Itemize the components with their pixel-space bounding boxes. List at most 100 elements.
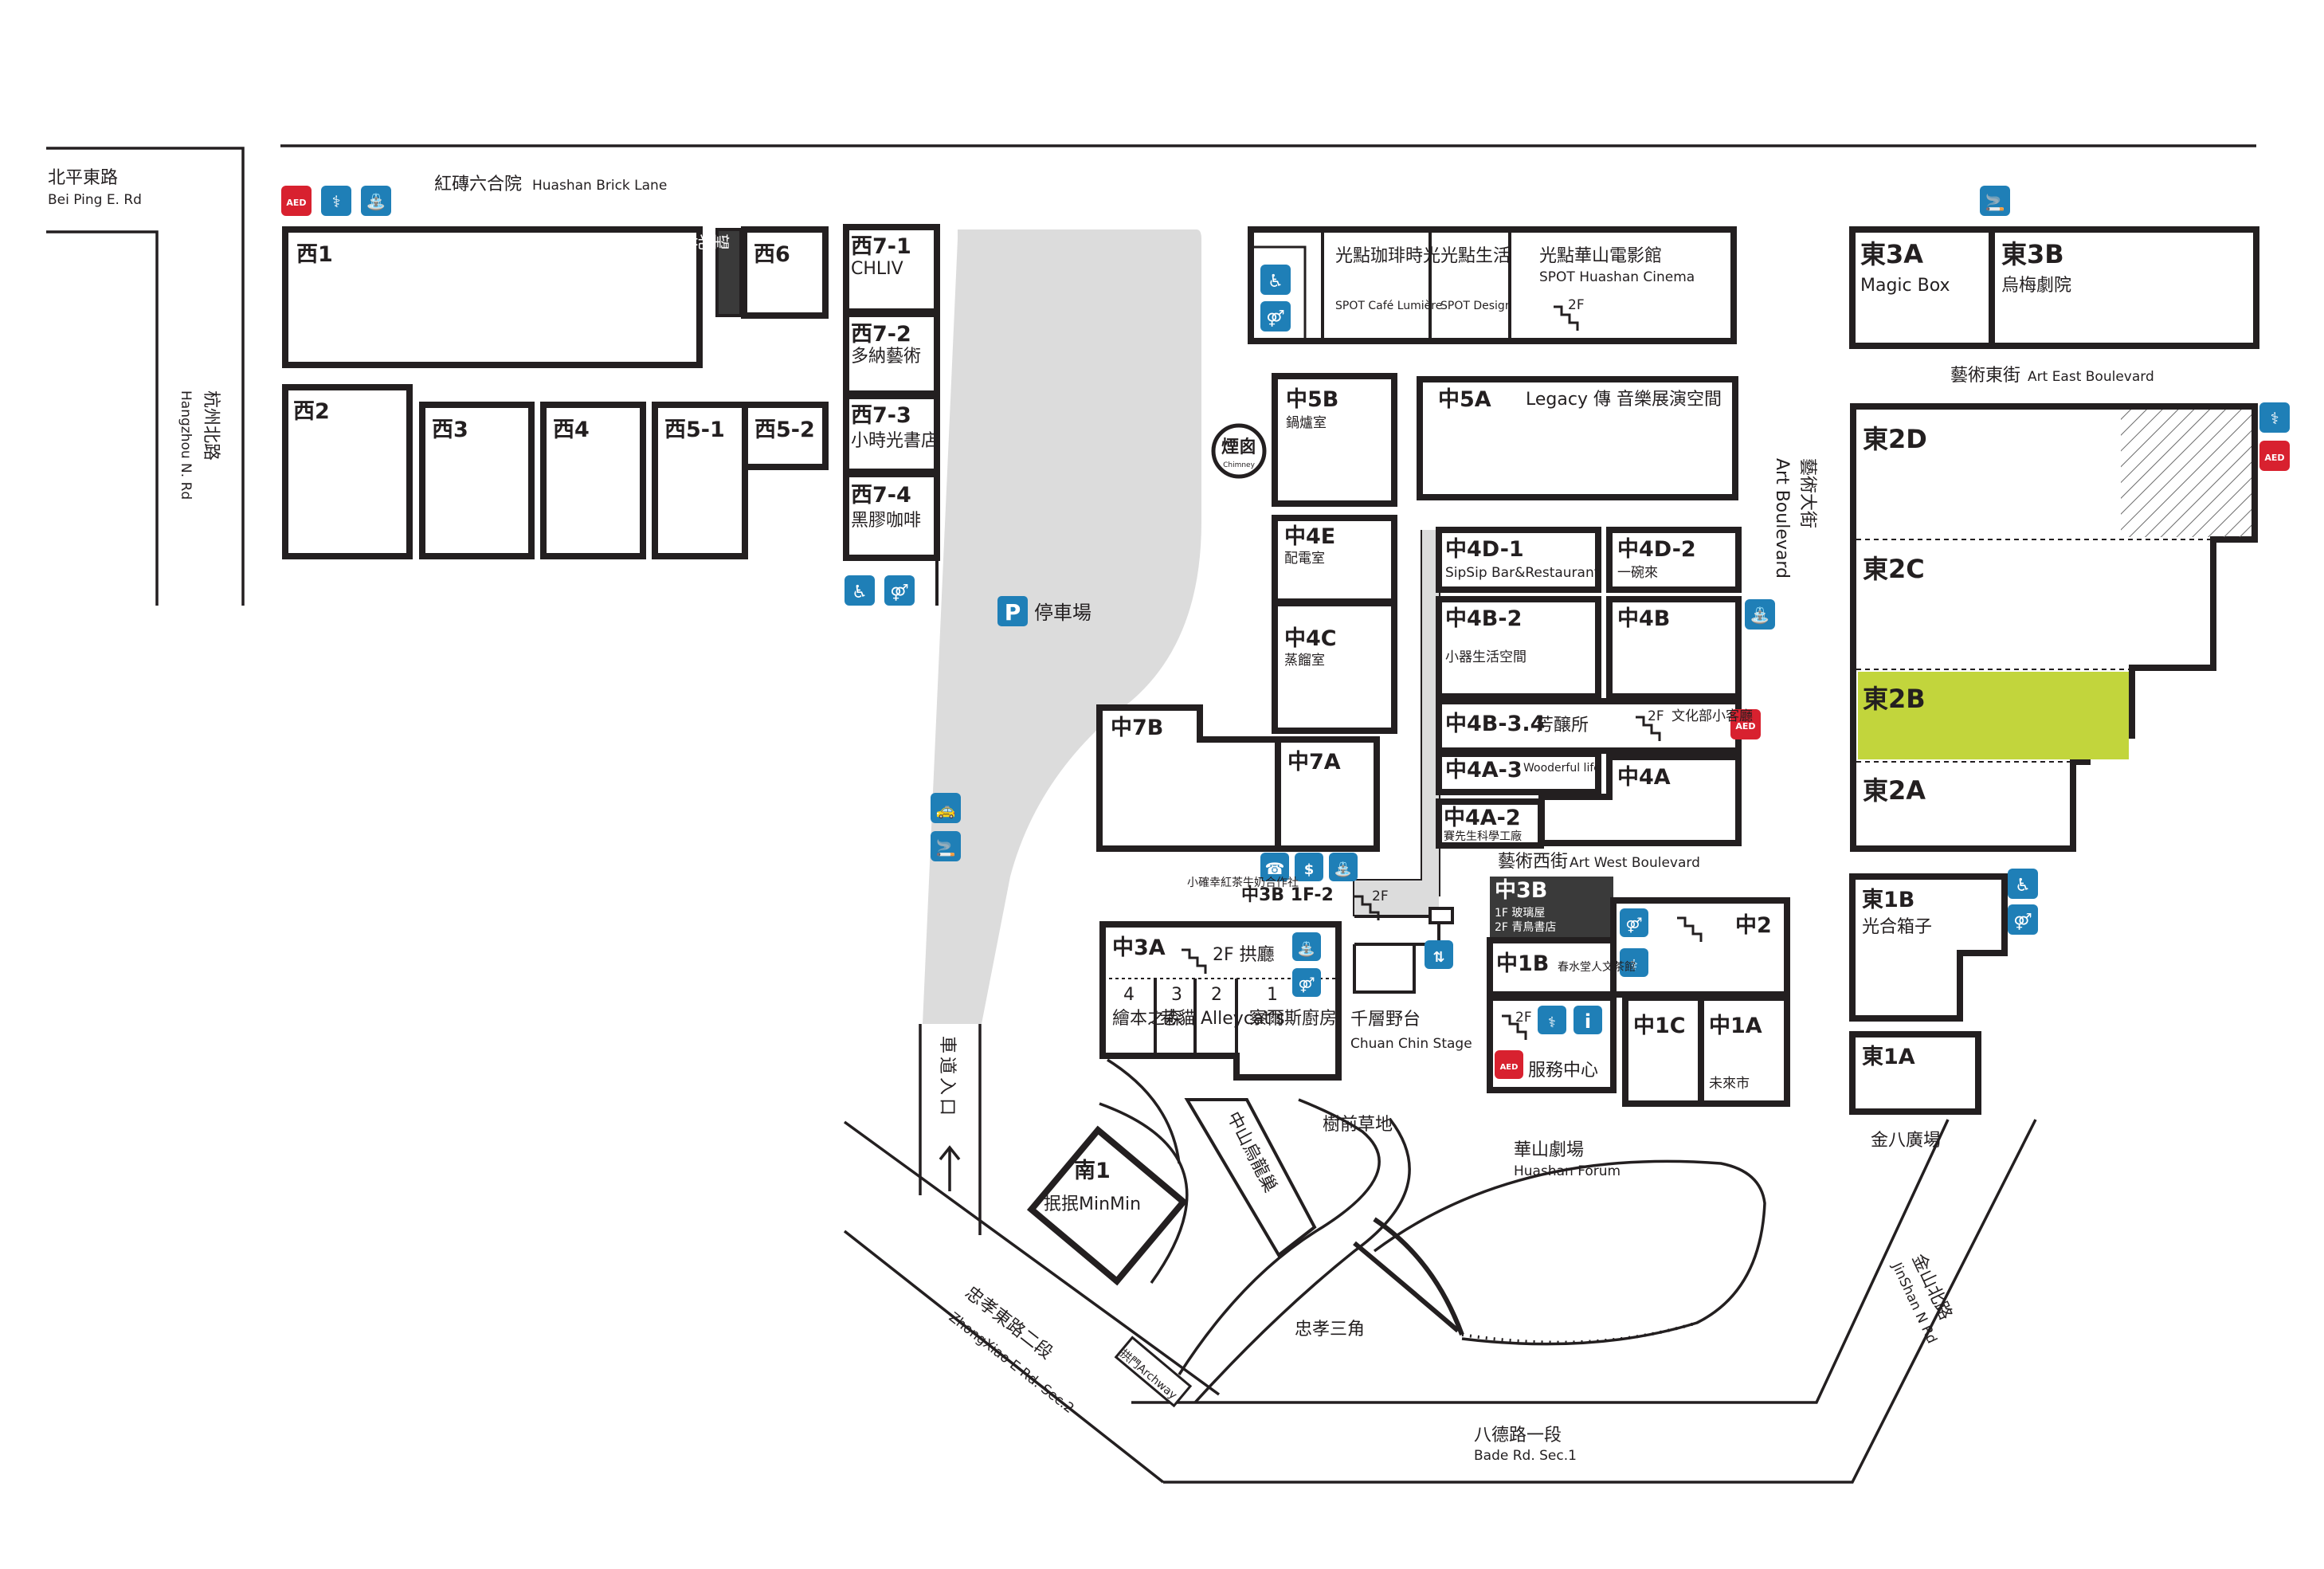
building-w4[interactable]: [540, 402, 646, 559]
chimney-zh: 煙囪: [1221, 437, 1256, 457]
aed-icon[interactable]: AED: [281, 186, 312, 216]
building-w6[interactable]: [741, 226, 829, 319]
building-w3[interactable]: [419, 402, 535, 559]
road-entrance: 車道入口: [937, 1036, 957, 1119]
label-c4b2-id: 中4B-2: [1445, 606, 1522, 631]
building-w7-4[interactable]: [843, 471, 940, 561]
aed-icon[interactable]: AED: [2259, 441, 2290, 471]
road-beiping-zh: 北平東路: [48, 168, 118, 188]
restroom-icon[interactable]: ⚤: [884, 575, 915, 606]
restroom-icon[interactable]: ⚤: [2008, 904, 2038, 935]
water-fountain-icon[interactable]: ⛲: [1292, 932, 1321, 961]
building-w2[interactable]: [282, 384, 413, 559]
aed-icon[interactable]: AED: [1495, 1050, 1523, 1079]
svg-text:♿: ♿: [2015, 876, 2031, 896]
wheelchair-icon[interactable]: ♿: [1260, 265, 1291, 295]
elevator-icon[interactable]: ⇅: [1425, 940, 1453, 969]
label-lawn: 樹前草地: [1323, 1115, 1393, 1135]
water-fountain-icon[interactable]: ⛲: [1745, 599, 1775, 630]
smoking-area-icon[interactable]: 🚬: [931, 831, 961, 861]
building-w7-1[interactable]: [843, 224, 940, 315]
taxi-icon[interactable]: 🚕: [931, 793, 961, 823]
building-s1[interactable]: [1026, 1125, 1189, 1286]
label-c1a-id: 中1A: [1709, 1014, 1762, 1038]
building-c5b[interactable]: [1272, 373, 1397, 507]
label-c4a-id: 中4A: [1617, 765, 1671, 790]
nursing-room-icon[interactable]: ⚕: [2259, 402, 2290, 433]
road-art-blvd-en: Art Boulevard: [1772, 458, 1792, 579]
water-fountain-icon[interactable]: ⛲: [361, 186, 391, 216]
building-c5a[interactable]: [1417, 376, 1738, 500]
aed-icon[interactable]: AED: [1730, 709, 1761, 739]
svg-text:🚬: 🚬: [936, 838, 956, 857]
building-c4a3[interactable]: [1436, 751, 1601, 795]
restroom-icon[interactable]: ⚤: [1260, 301, 1291, 331]
label-c2-id: 中2: [1735, 913, 1772, 938]
spot-labels: 光點珈琲時光 SPOT Café Lumière 光點生活 SPOT Desig…: [1335, 246, 1695, 313]
label-c4b34-id: 中4B-3.4: [1445, 712, 1545, 736]
building-w7-3[interactable]: [843, 393, 940, 475]
restroom-icon[interactable]: ⚤: [1620, 908, 1648, 937]
building-c1a[interactable]: [1698, 994, 1790, 1107]
label-stage-zh: 千層野台: [1350, 1010, 1421, 1030]
building-c4a2[interactable]: [1436, 798, 1544, 849]
label-e3b-name: 烏梅劇院: [2001, 276, 2071, 296]
building-w1[interactable]: [282, 226, 703, 368]
telephone-icon[interactable]: ☎: [1260, 853, 1289, 881]
building-c4d2[interactable]: [1606, 527, 1742, 593]
label-c5b-name: 鍋爐室: [1286, 415, 1327, 431]
label-e2a: 東2A: [1863, 775, 1926, 806]
wheelchair-icon[interactable]: ♿: [2008, 869, 2038, 899]
building-c4b[interactable]: [1606, 596, 1742, 700]
label-service-floor: 2F: [1515, 1010, 1532, 1026]
label-e1b-id: 東1B: [1862, 888, 1914, 912]
nursing-room-icon[interactable]: ⚕: [321, 186, 351, 216]
road-art-west-en: Art West Boulevard: [1570, 855, 1700, 871]
label-c4b34-extra: 文化部小客廳: [1671, 708, 1753, 724]
label-service: 服務中心: [1528, 1061, 1598, 1081]
building-c4b2[interactable]: [1436, 596, 1601, 700]
label-c4e-name: 配電室: [1284, 551, 1325, 567]
road-art-east-en: Art East Boulevard: [2028, 369, 2154, 385]
svg-text:⚕: ⚕: [332, 192, 341, 211]
label-spot-cinema-zh: 光點華山電影館: [1539, 246, 1662, 266]
label-c4a2-name: 賽先生科學工廠: [1444, 830, 1522, 843]
label-c3a-3-name: 巷貓 Alleycat's: [1160, 1009, 1285, 1029]
building-e1b[interactable]: [1849, 873, 2008, 1022]
building-c4d1[interactable]: [1436, 527, 1601, 593]
building-c4c[interactable]: [1272, 600, 1397, 734]
parking-label[interactable]: P 停車場: [997, 596, 1091, 626]
label-w6: 西6: [754, 242, 790, 267]
building-e1a[interactable]: [1849, 1031, 1981, 1115]
smoking-area-icon[interactable]: 🚬: [1980, 186, 2010, 216]
label-w7-3-name: 小時光書店: [851, 431, 939, 451]
info-icon[interactable]: i: [1574, 1006, 1602, 1034]
road-brick-lane-zh: 紅磚六合院: [434, 175, 522, 194]
building-e3b[interactable]: [1989, 226, 2259, 349]
building-w5-2[interactable]: [742, 402, 829, 470]
building-spot[interactable]: [1248, 226, 1737, 344]
stairs-icons: [1182, 305, 1703, 1040]
building-c7a[interactable]: [1275, 736, 1380, 852]
label-c7a-id: 中7A: [1287, 750, 1341, 775]
label-e1a: 東1A: [1862, 1045, 1915, 1069]
water-fountain-icon[interactable]: ⛲: [1329, 853, 1358, 881]
wheelchair-icon[interactable]: ♿: [845, 575, 875, 606]
building-c1c[interactable]: [1622, 994, 1704, 1107]
building-c3a[interactable]: [1099, 921, 1342, 1081]
nursing-room-icon[interactable]: ⚕: [1620, 948, 1648, 977]
label-c5a-id: 中5A: [1438, 387, 1491, 412]
atm-icon[interactable]: $: [1295, 853, 1323, 881]
label-zhongshan: 中山烏龍巢: [1223, 1108, 1280, 1195]
label-c4e-id: 中4E: [1284, 524, 1335, 549]
building-e2b-highlight[interactable]: [1858, 672, 2129, 759]
building-e3a[interactable]: [1849, 226, 1995, 349]
label-c3a-2: 2: [1211, 985, 1222, 1005]
building-c3b[interactable]: [1490, 877, 1613, 940]
restroom-icon[interactable]: ⚤: [1292, 968, 1321, 997]
nursing-room-icon[interactable]: ⚕: [1538, 1006, 1566, 1034]
svg-text:⚤: ⚤: [1625, 917, 1642, 934]
label-spot-design-zh: 光點生活: [1440, 246, 1511, 266]
svg-text:AED: AED: [2264, 453, 2284, 463]
svg-text:⚕: ⚕: [1630, 957, 1638, 974]
